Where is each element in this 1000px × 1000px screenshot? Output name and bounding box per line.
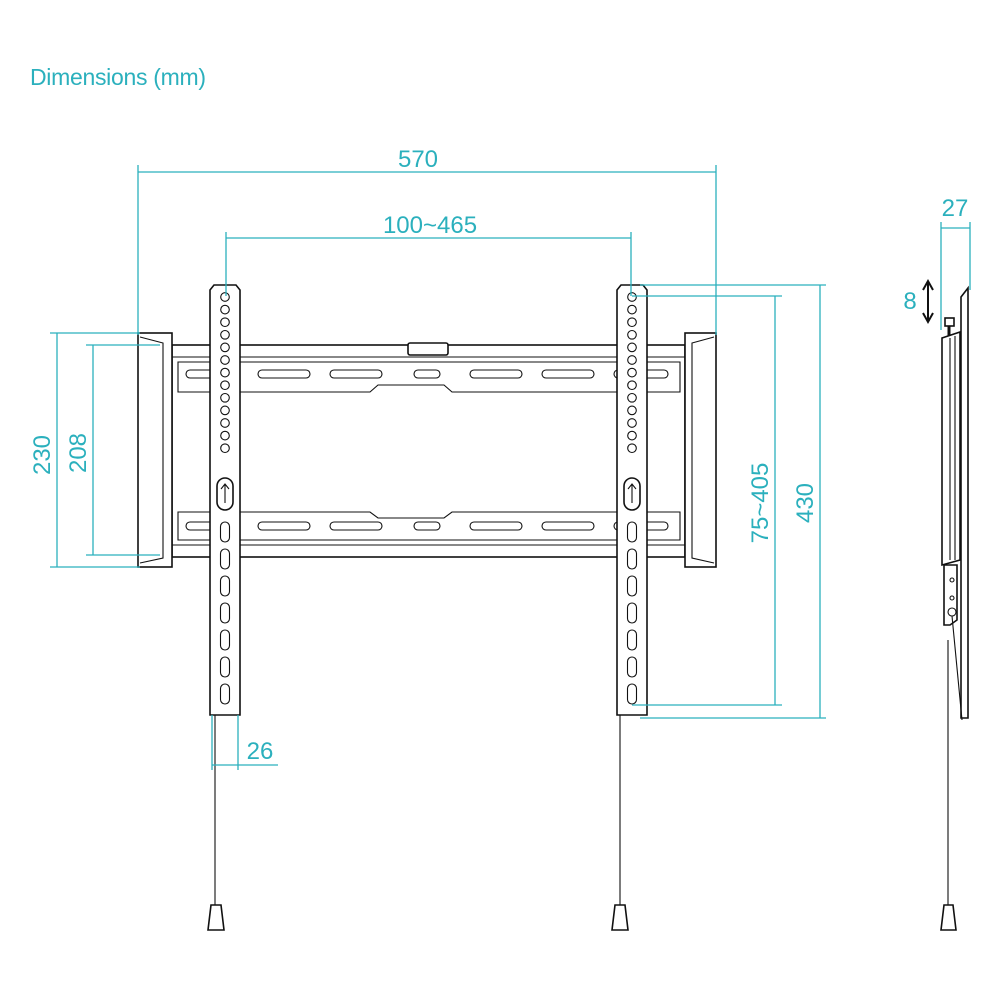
dim-vesa-horizontal: 100~465 <box>383 212 477 239</box>
mounting-hole <box>627 418 637 428</box>
mounting-hole <box>627 392 637 403</box>
mounting-hole <box>220 304 230 315</box>
mounting-hole <box>220 292 230 302</box>
adjust-slot <box>219 575 231 597</box>
side-view <box>941 285 969 721</box>
mounting-hole <box>220 418 230 428</box>
mounting-hole <box>627 367 637 378</box>
safety-cords <box>207 640 957 931</box>
dim-wall-depth: 27 <box>942 195 969 222</box>
adjust-slot <box>626 521 638 543</box>
mounting-hole <box>220 355 230 365</box>
mounting-slot <box>329 521 383 531</box>
adjust-slot <box>219 548 231 570</box>
adjust-slot <box>626 683 638 705</box>
right-arm <box>616 284 648 716</box>
dimension-lines <box>50 165 971 770</box>
mounting-slot <box>541 369 595 379</box>
mounting-hole <box>220 317 230 328</box>
mounting-hole <box>220 443 230 454</box>
mounting-hole <box>627 430 637 441</box>
mounting-slot <box>257 521 311 531</box>
diagram-title: Dimensions (mm) <box>30 64 206 90</box>
mounting-slot <box>469 521 523 531</box>
adjust-slot <box>219 602 231 624</box>
right-end-cap <box>684 332 717 568</box>
adjust-slot <box>626 602 638 624</box>
mounting-hole <box>627 304 637 315</box>
mounting-hole <box>627 443 637 454</box>
adjust-arrow-icon <box>922 278 934 325</box>
mounting-hole <box>627 317 637 328</box>
mounting-hole <box>627 292 637 302</box>
mounting-slot <box>413 521 441 531</box>
mounting-slot <box>257 369 311 379</box>
mounting-hole <box>627 355 637 365</box>
adjust-slot <box>219 683 231 705</box>
mounting-hole <box>220 405 230 416</box>
adjust-slot <box>219 629 231 651</box>
wall-plate <box>171 342 686 558</box>
left-arm <box>209 284 241 716</box>
adjust-slot <box>626 656 638 678</box>
mounting-hole <box>220 380 230 391</box>
mounting-hole <box>627 405 637 416</box>
mounting-slot <box>541 521 595 531</box>
mounting-hole <box>220 430 230 441</box>
adjust-slot <box>219 521 231 543</box>
left-end-cap <box>137 332 173 568</box>
dim-vesa-vertical: 75~405 <box>747 463 774 544</box>
mounting-hole <box>627 342 637 353</box>
mounting-hole <box>627 380 637 391</box>
mounting-hole <box>220 342 230 353</box>
mounting-hole <box>627 329 637 340</box>
mounting-slot <box>469 369 523 379</box>
adjust-slot <box>626 548 638 570</box>
dim-arm-width: 26 <box>247 738 274 765</box>
dim-outer-height: 230 <box>29 435 56 475</box>
mounting-slot <box>329 369 383 379</box>
adjust-slot <box>626 575 638 597</box>
dim-arm-length: 430 <box>792 483 819 523</box>
mounting-hole <box>220 367 230 378</box>
dim-overall-width: 570 <box>398 146 438 173</box>
dim-inner-height: 208 <box>65 433 92 473</box>
adjust-slot <box>219 656 231 678</box>
adjust-slot <box>626 629 638 651</box>
mounting-hole <box>220 392 230 403</box>
mounting-hole <box>220 329 230 340</box>
mounting-slot <box>413 369 441 379</box>
dim-vertical-adjust: 8 <box>903 288 916 315</box>
